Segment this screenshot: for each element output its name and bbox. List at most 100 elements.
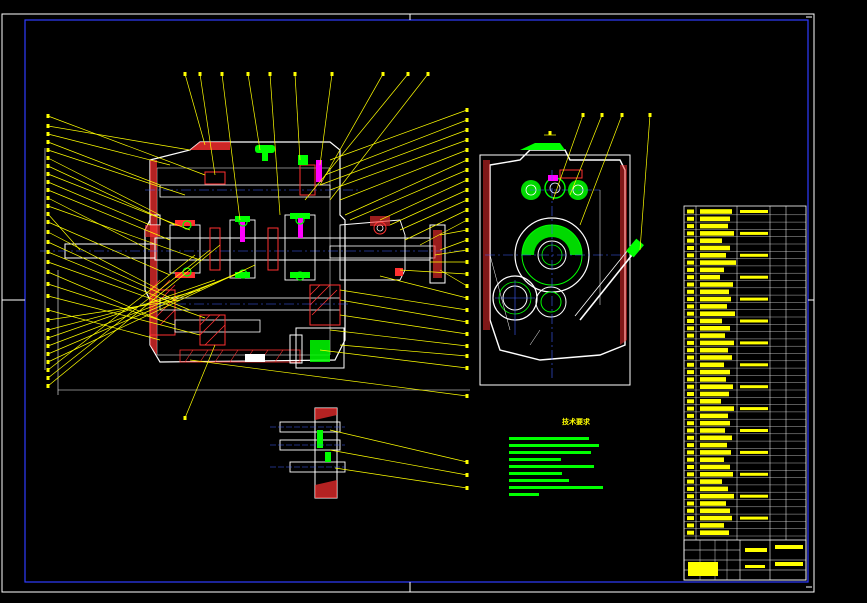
parts-row-name: [700, 311, 735, 316]
parts-row-name: [700, 399, 721, 404]
parts-row-number: [687, 224, 694, 229]
parts-row-material: [740, 210, 768, 213]
leader-line: [434, 249, 468, 256]
parts-row-number: [687, 275, 694, 280]
parts-row-name: [700, 333, 725, 338]
parts-row-number: [687, 435, 694, 440]
parts-row-name: [700, 223, 728, 229]
parts-row-name: [700, 493, 734, 499]
balloon-marker: [548, 131, 552, 135]
parts-row-number: [687, 428, 694, 433]
parts-row-material: [740, 494, 768, 498]
parts-row-material: [740, 275, 768, 279]
leader-line: [47, 264, 256, 363]
leader-line: [319, 349, 468, 369]
leader-line: [399, 269, 468, 275]
parts-row-number: [687, 516, 694, 521]
leader-line: [439, 269, 468, 287]
leader-line: [439, 239, 468, 251]
leader-line: [47, 249, 211, 379]
detail-view-leaders: [329, 429, 469, 490]
leader-line: [47, 269, 246, 355]
parts-row-name: [700, 231, 734, 236]
parts-row-number: [687, 311, 694, 316]
leader-line: [339, 299, 468, 323]
parts-row-name: [700, 420, 730, 426]
parts-row-name: [700, 245, 730, 251]
parts-row-material: [740, 231, 768, 235]
parts-row-name: [700, 253, 726, 258]
leader-line: [47, 244, 221, 387]
leader-line: [334, 467, 468, 489]
leader-line: [639, 114, 651, 251]
parts-row-number: [687, 362, 694, 367]
leader-line: [339, 289, 468, 311]
parts-row-name: [700, 274, 720, 280]
leader-line: [339, 344, 468, 357]
parts-row-material: [740, 472, 768, 476]
leader-line: [47, 141, 161, 186]
parts-row-number: [687, 340, 694, 345]
parts-row-name: [700, 450, 731, 455]
parts-row-name: [700, 501, 726, 506]
leader-line: [439, 229, 468, 236]
leader-line: [47, 213, 81, 251]
leader-line: [269, 73, 281, 216]
leader-line: [47, 279, 216, 339]
leader-line: [199, 73, 216, 176]
parts-row-material: [740, 297, 768, 301]
parts-row-number: [687, 384, 694, 389]
parts-row-name: [700, 260, 736, 265]
parts-row-number: [687, 260, 694, 265]
leader-line: [329, 73, 429, 201]
notes-title: 技术要求: [562, 417, 591, 426]
leader-line: [349, 169, 468, 221]
parts-row-number: [687, 392, 694, 396]
leader-line: [47, 205, 201, 261]
main-view-leaders: [46, 72, 469, 420]
parts-row-number: [687, 348, 694, 353]
parts-row-number: [687, 319, 694, 323]
parts-row-name: [700, 282, 733, 287]
parts-row-number: [687, 304, 694, 309]
parts-row-name: [700, 384, 733, 389]
leader-line: [569, 114, 603, 196]
bearings: [182, 215, 387, 281]
parts-row-name: [700, 406, 734, 411]
parts-row-number: [687, 508, 694, 513]
leader-line: [329, 449, 468, 476]
parts-row-material: [740, 450, 768, 454]
parts-row-material: [740, 253, 768, 257]
leader-line: [319, 73, 384, 186]
leader-line: [47, 274, 236, 347]
leader-line: [379, 275, 468, 299]
parts-row-name: [700, 413, 728, 419]
parts-row-number: [687, 530, 694, 535]
detail-view: [270, 407, 346, 499]
parts-row-number: [687, 523, 694, 528]
parts-row-name: [700, 362, 724, 368]
leader-line: [47, 295, 201, 336]
leader-line: [47, 251, 191, 311]
leader-line: [47, 125, 191, 151]
parts-row-number: [687, 501, 694, 506]
leader-line: [47, 221, 171, 276]
leader-line: [389, 189, 468, 226]
parts-row-name: [700, 428, 725, 433]
leader-line: [47, 283, 176, 326]
leader-line: [324, 119, 468, 176]
leader-line: [247, 73, 261, 151]
leader-line: [47, 149, 186, 196]
leader-line: [47, 299, 181, 321]
leader-line: [552, 114, 584, 201]
parts-row-material: [740, 341, 768, 345]
parts-row-material: [740, 429, 768, 432]
parts-row-number: [687, 326, 694, 331]
parts-row-name: [700, 347, 728, 353]
parts-row-name: [700, 289, 729, 295]
leader-line: [404, 209, 468, 241]
parts-row-name: [700, 318, 722, 324]
side-view-leaders: [544, 113, 652, 251]
parts-row-name: [700, 216, 730, 222]
parts-row-number: [687, 253, 694, 258]
